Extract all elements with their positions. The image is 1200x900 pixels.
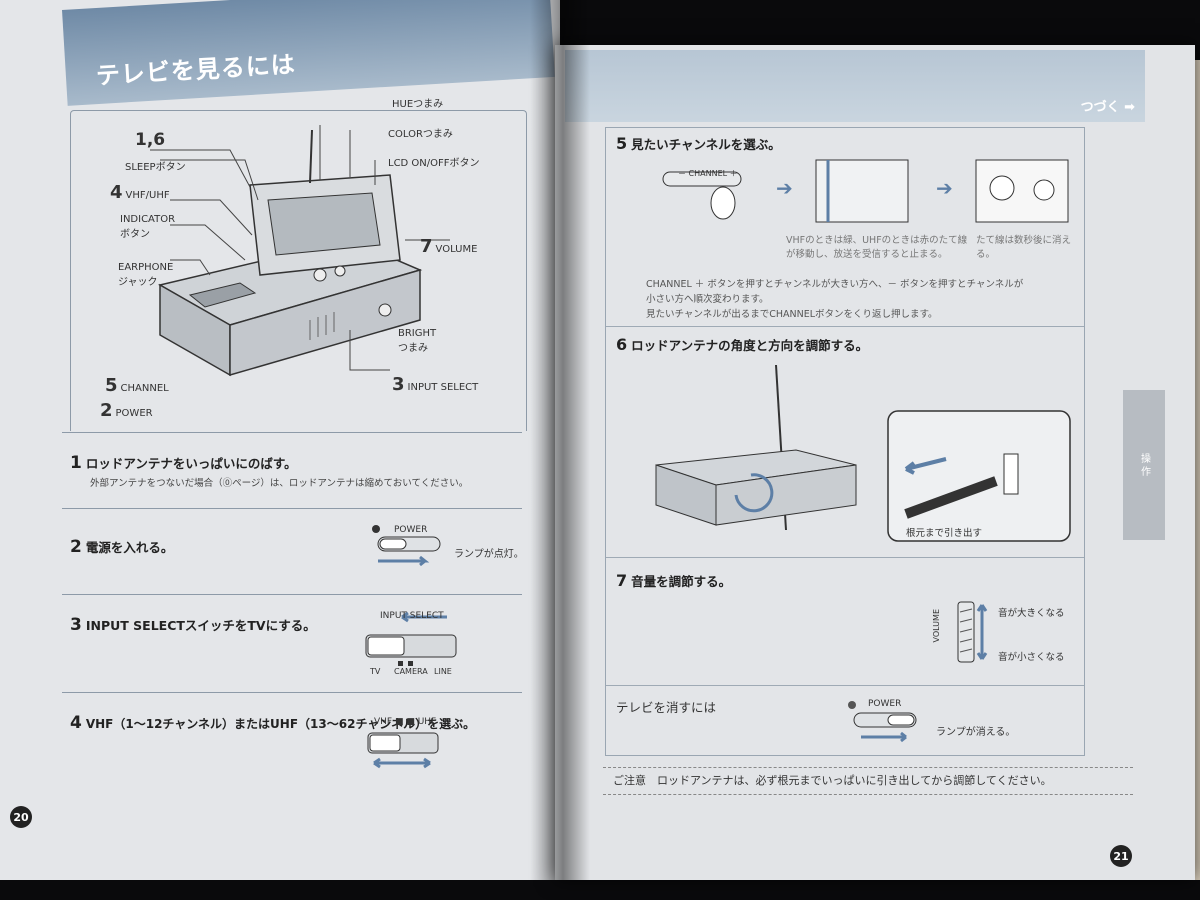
step-5-body-1: CHANNEL ＋ ボタンを押すとチャンネルが大きい方へ、－ ボタンを押すとチャ… [646, 279, 1024, 290]
tv-picture-illustration [975, 159, 1069, 223]
right-header-bar: つづく ➡ [565, 50, 1145, 122]
page-title: テレビを見るには [95, 50, 297, 91]
channel-button-illustration [662, 171, 742, 220]
caution-note: ご注意 ロッドアンテナは、必ず根元までいっぱいに引き出してから調節してください。 [603, 767, 1133, 795]
power-off-switch-diagram [848, 701, 917, 743]
left-page: テレビを見るには [0, 0, 560, 880]
turn-off-box: テレビを消すには POWER ランプが消える。 [605, 685, 1085, 756]
vhf-uhf-switch-label: VHF ■ ■ UHF [374, 717, 437, 727]
callout-hue-knob: HUEつまみ [392, 99, 444, 110]
input-pos-line: LINE [434, 667, 452, 676]
device-diagram-frame [70, 110, 527, 431]
power-off-switch-label: POWER [868, 699, 902, 709]
step-5-body-3: 見たいチャンネルが出るまでCHANNELボタンをくり返し押します。 [646, 309, 938, 320]
continued-label: つづく ➡ [1080, 100, 1135, 115]
step-1-note: 外部アンテナをつないだ場合（⓪ページ）は、ロッドアンテナは縮めておいてください。 [90, 478, 469, 489]
input-pos-tv: TV [370, 667, 381, 676]
antenna-adjust-illustration [655, 364, 857, 531]
arrow-right-icon: ➔ [776, 176, 793, 200]
volume-dial-illustration [957, 601, 988, 663]
section-side-tab: 操 作 [1123, 390, 1165, 540]
step-5-note-b: たて線は数秒後に消える。 [976, 235, 1072, 260]
page-number-left: 20 [10, 806, 32, 828]
callout-sleep-button: SLEEPボタン [125, 162, 186, 173]
power-switch-diagram [372, 525, 441, 567]
callout-lcd-button: LCD ON/OFFボタン [388, 158, 480, 169]
power-switch-label: POWER [394, 525, 428, 535]
vhf-uhf-switch-diagram [367, 732, 439, 769]
arrow-right-icon: ➔ [936, 176, 953, 200]
left-header-bar: テレビを見るには [62, 0, 555, 106]
input-select-switch-label: INPUT SELECT [380, 611, 444, 621]
callout-color-knob: COLORつまみ [388, 129, 453, 140]
page-number-right: 21 [1110, 845, 1132, 867]
volume-quieter-text: 音が小さくなる [998, 652, 1065, 663]
channel-button-label: － CHANNEL ＋ [678, 169, 738, 178]
volume-louder-text: 音が大きくなる [998, 608, 1065, 619]
step-5-body-2: 小さい方へ順次変わります。 [646, 294, 769, 305]
antenna-pull-closeup-illustration [887, 410, 1071, 542]
step-5-note-a: VHFのときは緑、UHFのときは赤のたて線が移動し、放送を受信すると止まる。 [786, 235, 968, 260]
antenna-caption: 根元まで引き出す [906, 528, 983, 539]
callout-antenna-steps: 1,6 [135, 130, 166, 150]
power-lamp-on-text: ランプが点灯。 [454, 549, 524, 560]
input-pos-camera: CAMERA [394, 667, 428, 676]
turn-off-title: テレビを消すには [616, 700, 717, 715]
power-lamp-off-text: ランプが消える。 [936, 727, 1016, 738]
tv-device-illustration [150, 125, 450, 377]
input-select-switch-diagram [365, 611, 457, 666]
channel-screen-illustration [815, 159, 909, 223]
volume-label: VOLUME [932, 609, 941, 643]
